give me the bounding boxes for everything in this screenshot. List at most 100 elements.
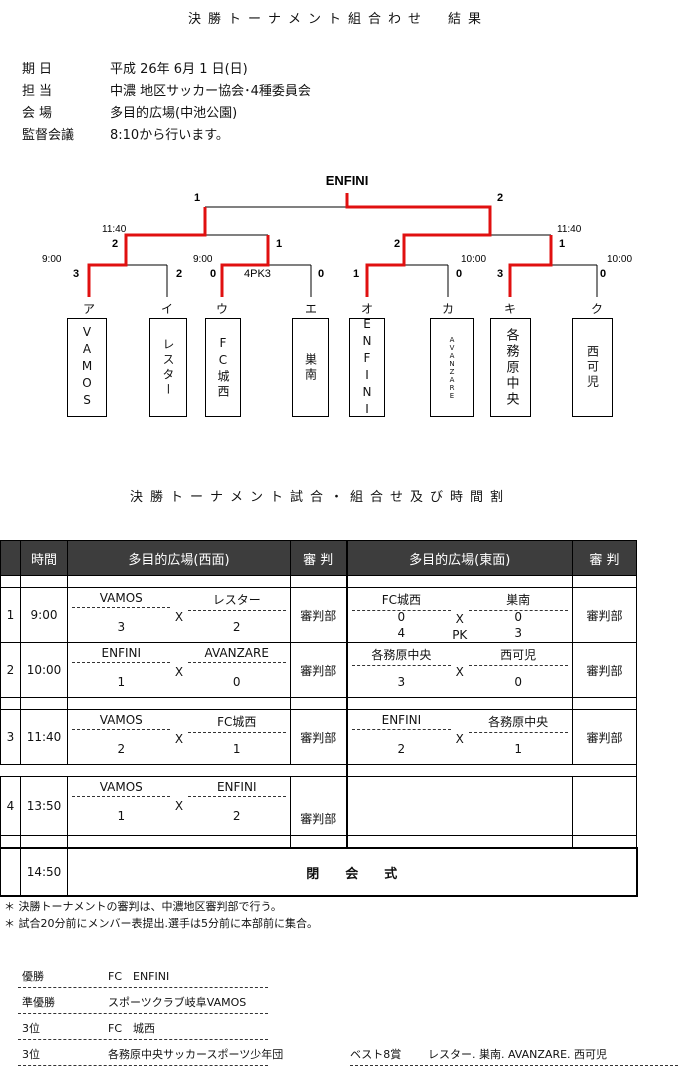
match-time: 10:00 [461,254,486,265]
pk-score: 4PK3 [244,268,271,280]
score: 2 [112,238,118,250]
referee: 審判部 [290,642,347,698]
result-rank: 優勝 [22,970,44,983]
team-b: FC城西 [187,713,286,733]
match-no: 1 [0,587,21,643]
team-a: ENFINI [351,713,451,730]
match-time: 10:00 [20,642,68,698]
score: 1 [276,238,282,250]
team-box: AVANZARE [430,318,474,417]
score: 1 [353,268,359,280]
score-b: 1 [232,742,241,756]
team-box: FC城西 [205,318,241,417]
team-a: VAMOS [72,591,171,608]
team-box: 西可児 [572,318,613,417]
result-team: 各務原中央サッカースポーツ少年団 [108,1048,284,1061]
result-rank: 準優勝 [22,996,55,1009]
bracket: ENFINI 1 2 2 1 2 1 3 2 0 0 1 0 3 0 11:40… [42,173,632,297]
champion-label: ENFINI [326,173,369,188]
winner-path [87,193,553,297]
match-no: 4 [0,776,21,836]
score-b: 0 [514,675,522,689]
score: 0 [600,268,606,280]
referee: 審判部 [572,709,637,765]
vs-mark: X [455,665,464,679]
col-ref: 審 判 [572,540,637,576]
match-time: 10:00 [607,254,632,265]
info-value: 平成 26年 6月 1 日(日) [110,62,248,77]
result-rank: 3位 [22,1048,40,1061]
pk-b: 3 [514,626,522,640]
match-no: 3 [0,709,21,765]
match-time: 11:40 [102,224,127,235]
slot-label: エ [304,302,318,316]
slot-label: カ [441,302,455,316]
info-label: 担当 [22,84,57,99]
best8-teams: レスター. 巣南. AVANZARE. 西可児 [428,1048,608,1061]
vs-mark: X [455,732,464,746]
score-a: 3 [117,620,126,634]
team-box: 巣南 [292,318,329,417]
score-a: 1 [117,809,126,823]
score-a: 2 [397,742,406,756]
score-b: 0 [514,610,522,624]
team-a: VAMOS [72,713,171,730]
match-time: 9:00 [42,254,62,265]
vs-mark: X [174,610,184,624]
score: 2 [394,238,400,250]
team-b: 各務原中央 [468,713,568,733]
referee: 審判部 [572,587,637,643]
info-label: 監督会議 [22,128,75,143]
result-team: スポーツクラブ岐阜VAMOS [108,996,247,1009]
score-a: 3 [397,675,406,689]
col-ref: 審 判 [290,540,347,576]
info-label: 会場 [22,106,57,121]
result-team: FC 城西 [108,1022,156,1035]
score-b: 2 [232,620,241,634]
team-a: 各務原中央 [351,646,451,666]
team-b: ENFINI [187,780,286,797]
col-east: 多目的広場(東面) [345,540,573,576]
referee: 審判部 [290,709,347,765]
score: 1 [194,192,200,204]
referee: 審判部 [290,587,347,643]
best8-label: ベスト8賞 [350,1048,402,1061]
vs-mark: X [455,612,464,626]
match-time: 13:50 [20,776,68,836]
score: 3 [497,268,503,280]
team-box: VAMOS [67,318,107,417]
col-time: 時間 [20,540,68,576]
info-value: 多目的広場(中池公園) [110,106,238,121]
closing-time: 14:50 [20,847,68,897]
referee: 審判部 [290,776,347,836]
col-west: 多目的広場(西面) [67,540,291,576]
score: 0 [318,268,324,280]
slot-label: ア [82,302,96,316]
team-box: ENFINI [349,317,385,419]
score: 1 [559,238,565,250]
schedule-table: 時間 多目的広場(西面) 審 判 多目的広場(東面) 審 判 1 9:00 VA… [0,540,638,897]
score: 3 [73,268,79,280]
pk-a: 4 [397,626,406,640]
match-time: 9:00 [193,254,213,265]
team-box: レスター [149,318,187,417]
score: 0 [210,268,216,280]
closing-row: 14:50 閉 会 式 [0,847,638,897]
team-b: 巣南 [468,591,568,611]
page-title: 決勝トーナメント組合わせ 結果 [188,12,489,27]
closing-ceremony: 閉 会 式 [67,847,638,897]
slot-label: ク [590,302,604,316]
score: 2 [497,192,503,204]
team-a: VAMOS [72,780,171,797]
score-a: 1 [117,675,126,689]
match-no: 2 [0,642,21,698]
pk-label: PK [452,628,468,642]
team-b: レスター [187,591,286,611]
